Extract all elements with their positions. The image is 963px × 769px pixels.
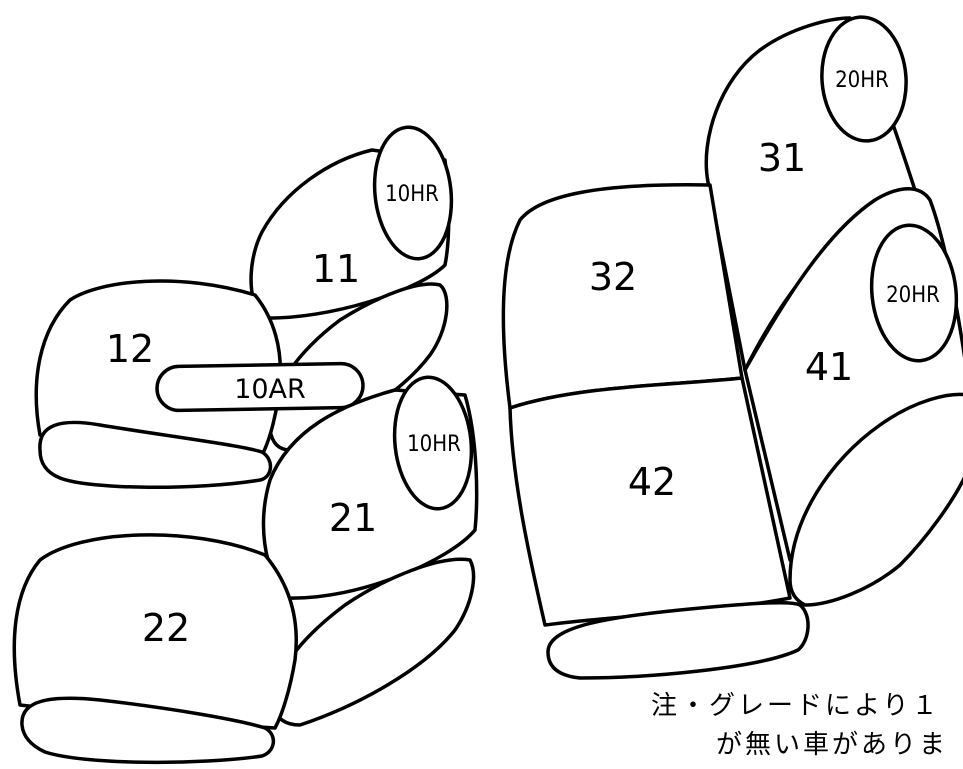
label-20hr-top: 20HR: [835, 68, 889, 93]
label-31: 31: [758, 136, 806, 180]
label-10hr-top: 10HR: [385, 182, 439, 207]
label-22: 22: [142, 606, 190, 650]
rear-seat: [501, 15, 963, 680]
label-20hr-bottom: 20HR: [886, 283, 940, 308]
label-12: 12: [106, 327, 154, 371]
backrest-41-side: [788, 392, 963, 607]
note-line-1: 注・グレードにより１: [651, 691, 941, 721]
cushion-12-front: [38, 420, 273, 490]
backrest-21-side: [273, 557, 476, 727]
front-seat-lower: [12, 375, 479, 765]
armrest-10ar: [155, 361, 365, 413]
label-11: 11: [312, 247, 360, 291]
label-21: 21: [329, 496, 377, 540]
label-41: 41: [805, 345, 853, 389]
label-32: 32: [589, 255, 637, 299]
label-10hr-bottom: 10HR: [407, 432, 461, 457]
headrest-20hr-top: [820, 15, 908, 143]
cushion-42-front: [546, 600, 810, 680]
cushion-22-front: [20, 696, 275, 765]
note-line-2: が無い車がありま: [716, 730, 949, 760]
headrest-10hr-bottom: [392, 375, 474, 511]
label-10ar: 10AR: [234, 374, 306, 405]
headrest-20hr-bottom: [869, 223, 959, 363]
front-seat-upper: [34, 125, 454, 490]
label-42: 42: [628, 460, 676, 504]
cushion-22: [12, 533, 298, 730]
headrest-10hr-top: [372, 125, 454, 261]
